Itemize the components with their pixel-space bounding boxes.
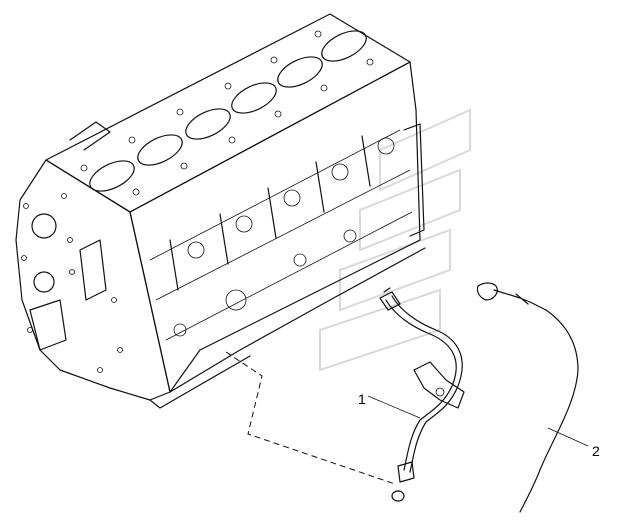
engine-block xyxy=(15,13,426,409)
callout-1-label: 1 xyxy=(358,391,366,407)
dashed-leader xyxy=(225,351,396,485)
callout-1-leader xyxy=(367,395,421,419)
oil-dipstick xyxy=(476,282,579,513)
watermark-logo xyxy=(319,108,471,372)
callout-2-leader xyxy=(547,427,589,447)
dipstick-guide-tube xyxy=(379,287,465,502)
callout-2-label: 2 xyxy=(592,443,600,459)
